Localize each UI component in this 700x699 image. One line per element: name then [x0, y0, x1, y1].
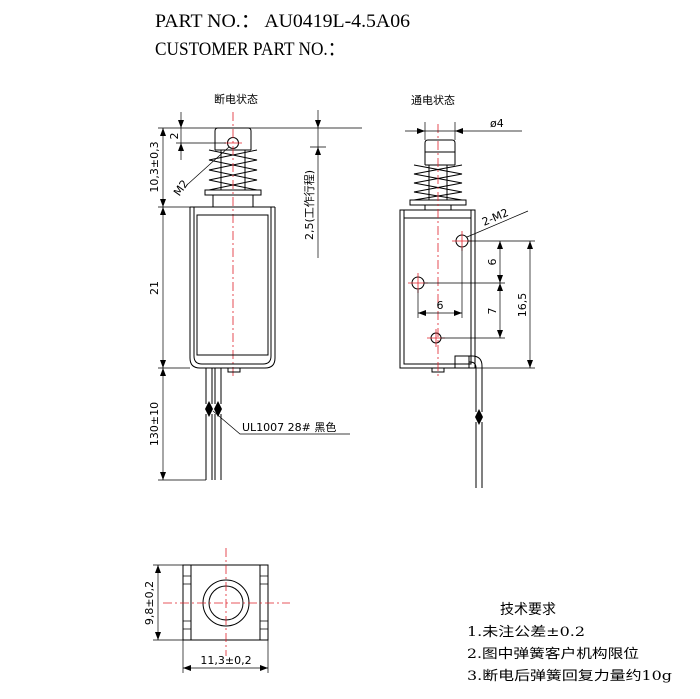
wire-leader: [212, 410, 350, 435]
frame-inner: [193, 207, 272, 365]
on-state-view: 通电状态 ø4 2-M2 6: [399, 93, 535, 488]
notes-title: 技术要求: [500, 602, 556, 618]
bottom-view: 9,8±0,2 11,3±0,2: [143, 548, 290, 673]
dim-stroke: 2,5(工作行程): [303, 170, 316, 240]
dim-hole-to-lower: 7: [486, 308, 499, 315]
plunger-body: [424, 205, 452, 210]
technical-requirements: 技术要求 1.未注公差±0.2 2.图中弹簧客户机构限位 3.断电后弹簧回复力量…: [467, 602, 672, 684]
dim-body-height: 21: [148, 281, 161, 295]
wire-break-mark: [205, 401, 213, 417]
extension-lines: [153, 564, 269, 673]
frame-outer: [399, 209, 476, 369]
frame-outline: [182, 564, 269, 641]
dim-thread: M2: [171, 178, 191, 199]
plunger-head: [424, 139, 456, 166]
holes-leader: [466, 210, 529, 238]
on-state-label: 通电状态: [411, 93, 455, 107]
dim-hole-offset: 2: [168, 133, 181, 140]
frame-notches: [183, 575, 268, 630]
spring-seat: [204, 189, 262, 196]
lead-wires-upper: [205, 368, 222, 404]
plunger-rod: [220, 150, 246, 190]
dim-hole-pitch-v: 6: [486, 259, 499, 266]
wire-break-mark: [475, 409, 483, 425]
part-number: PART NO.： AU0419L-4.5A06: [155, 11, 410, 32]
wire-exit: [454, 355, 470, 369]
note-item: 2.图中弹簧客户机构限位: [467, 646, 639, 662]
customer-part-number: CUSTOMER PART NO.：: [155, 39, 345, 60]
dim-wire-length: 130±10: [148, 402, 161, 446]
wire-spec-label: UL1007 28# 黑色: [242, 420, 336, 434]
frame-bottom-tab: [431, 368, 445, 373]
return-spring-back: [208, 149, 258, 191]
off-state-view: 断电状态 UL1007 28# 黑色 2 10,3±: [148, 92, 362, 481]
lead-wire-lower: [475, 422, 483, 488]
off-state-label: 断电状态: [214, 92, 258, 106]
frame-sides: [190, 565, 261, 640]
lead-wires-lower: [205, 414, 222, 480]
thread-leader: [187, 146, 230, 185]
dim-bottom-height: 9,8±0,2: [143, 581, 156, 625]
dim-plunger-diameter: ø4: [490, 117, 504, 130]
hole-crosshairs: [408, 231, 472, 347]
note-item: 1.未注公差±0.2: [467, 625, 585, 640]
wire-break-mark: [214, 401, 222, 417]
dim-hole-to-bottom: 16,5: [516, 293, 529, 318]
extension-lines: [158, 127, 362, 481]
return-spring-front: [208, 149, 258, 191]
return-spring-front: [413, 164, 463, 201]
dim-bottom-width: 11,3±0,2: [200, 654, 251, 667]
plunger-body: [212, 195, 254, 207]
dim-hole-pitch-h: 6: [437, 299, 444, 312]
coil-body: [196, 214, 269, 356]
dim-holes-thread: 2-M2: [480, 206, 510, 229]
frame-outer: [189, 207, 276, 369]
frame-inner: [403, 210, 472, 365]
note-item: 3.断电后弹簧回复力量约10g: [467, 668, 672, 684]
return-spring-back: [413, 164, 463, 201]
title-block: PART NO.： AU0419L-4.5A06 CUSTOMER PART N…: [155, 11, 410, 60]
frame-bottom-tab: [227, 368, 241, 373]
dim-plunger-height: 10,3±0,3: [148, 141, 161, 192]
